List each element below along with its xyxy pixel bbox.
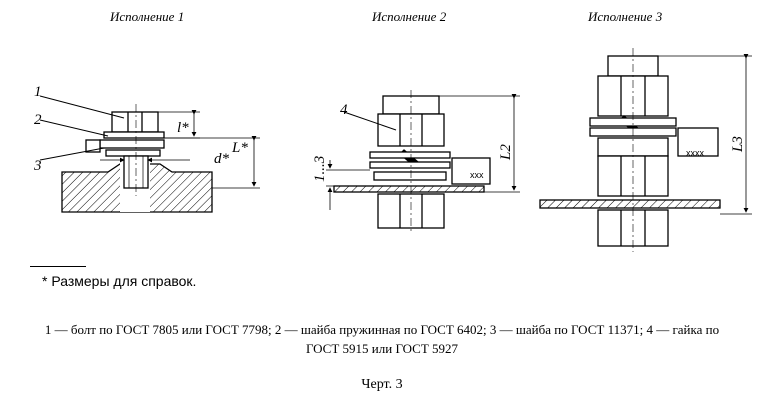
washer xyxy=(99,139,165,149)
part-2-label: 2 xyxy=(34,112,42,128)
variant-2-drawing: xxx xyxy=(326,90,520,234)
dim-range-label: 1...3 xyxy=(312,156,328,182)
figure-caption: Черт. 3 xyxy=(361,377,403,392)
variant-2-title: Исполнение 2 xyxy=(372,9,447,24)
part-1-label: 1 xyxy=(34,84,42,100)
part-4-label: 4 xyxy=(340,102,348,118)
plate xyxy=(333,185,485,193)
wire-clamp xyxy=(677,127,719,157)
legend-line-2: ГОСТ 5915 или ГОСТ 5927 xyxy=(305,341,459,356)
dim-d-label: d* xyxy=(214,151,230,167)
variant-3-drawing: xxxx xyxy=(539,48,752,252)
part-3-label: 3 xyxy=(33,158,42,174)
footnote: * Размеры для справок. xyxy=(42,273,197,289)
variant-1-drawing xyxy=(39,95,260,213)
dim-L2-label: L2 xyxy=(498,144,514,161)
plate xyxy=(539,199,721,209)
wire-clamp xyxy=(451,157,491,185)
variant-1-title: Исполнение 1 xyxy=(110,9,185,24)
legend-line-1: 1 — болт по ГОСТ 7805 или ГОСТ 7798; 2 —… xyxy=(44,322,720,337)
spring-washer xyxy=(103,131,165,139)
svg-text:xxxx: xxxx xyxy=(686,148,705,158)
svg-text:xxx: xxx xyxy=(470,170,484,180)
dim-L3-label: L3 xyxy=(730,136,746,153)
washer-top xyxy=(369,151,451,159)
footnote-rule xyxy=(30,266,86,267)
dim-L-label: L* xyxy=(231,140,248,156)
bolt-head xyxy=(111,111,159,133)
variant-3-title: Исполнение 3 xyxy=(588,9,663,24)
dim-l-label: l* xyxy=(177,120,189,136)
